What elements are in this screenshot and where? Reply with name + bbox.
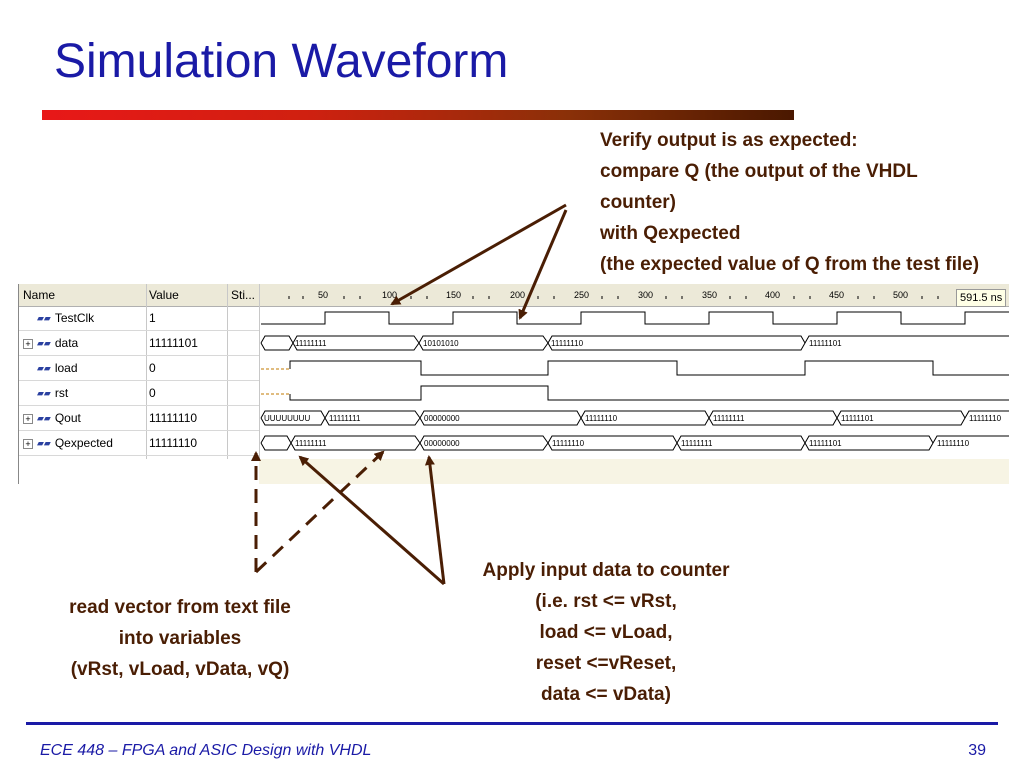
bus-value-label: 11111110: [937, 439, 970, 448]
expand-icon[interactable]: +: [23, 438, 33, 449]
qexpected-bus-waveform: [260, 435, 1009, 451]
time-tick-label: 100: [382, 290, 397, 300]
signal-icon: ▰▰: [37, 413, 51, 424]
signal-name: + ▰▰data: [23, 336, 78, 350]
annotation-line: counter): [600, 192, 676, 213]
annotation-apply-input: Apply input data to counter (i.e. rst <=…: [448, 555, 764, 710]
signal-label: TestClk: [54, 311, 95, 325]
signal-label: rst: [54, 386, 69, 400]
signal-icon: ▰▰: [37, 313, 51, 324]
waveform-viewer[interactable]: Name Value Sti... ▰▰TestClk 1 +▰▰data 11…: [18, 284, 1009, 484]
data-bus-waveform: [260, 335, 1009, 351]
expand-icon[interactable]: +: [23, 413, 33, 424]
footer-divider: [26, 722, 998, 725]
time-tick-label: 200: [510, 290, 525, 300]
signal-label: Qout: [54, 411, 81, 425]
signal-icon: ▰▰: [37, 363, 51, 374]
signal-icon: ▰▰: [37, 388, 51, 399]
footer-course: ECE 448 – FPGA and ASIC Design with VHDL: [40, 742, 372, 759]
column-header-stimulus[interactable]: Sti...: [231, 288, 256, 302]
signal-row-testclk[interactable]: ▰▰TestClk 1: [19, 306, 259, 331]
bus-value-label: 00000000: [424, 439, 460, 448]
qout-bus-waveform: [260, 410, 1009, 426]
time-tick-label: 300: [638, 290, 653, 300]
signal-row-qout[interactable]: + ▰▰Qout 11111110: [19, 406, 259, 431]
time-tick-label: 250: [574, 290, 589, 300]
time-tick-label: 400: [765, 290, 780, 300]
load-waveform: [289, 360, 1009, 376]
signal-value: 11111110: [149, 436, 198, 450]
testclk-waveform: [261, 311, 1009, 325]
bus-value-label: 11111101: [809, 439, 842, 448]
annotation-line: read vector from text file: [69, 597, 291, 618]
signal-name: ▰▰rst: [23, 386, 68, 400]
bus-value-label: UUUUUUUU: [264, 414, 310, 423]
signal-label: load: [54, 361, 78, 375]
annotation-verify-output: Verify output is as expected: compare Q …: [600, 125, 979, 280]
annotation-line: (i.e. rst <= vRst,: [535, 591, 677, 612]
signal-icon: ▰▰: [37, 338, 51, 349]
title-underline: [42, 110, 794, 120]
bus-value-label: 11111111: [295, 339, 327, 348]
annotation-line: into variables: [118, 628, 242, 649]
bus-value-label: 11111111: [329, 414, 361, 423]
bus-value-label: 00000000: [424, 414, 460, 423]
annotation-line: (the expected value of Q from the test f…: [600, 254, 980, 275]
bus-value-label: 11111110: [585, 414, 618, 423]
signal-row-load[interactable]: ▰▰load 0: [19, 356, 259, 381]
signal-name: ▰▰load: [23, 361, 78, 375]
time-ruler: 50 100 150 200 250 300 350: [288, 290, 939, 300]
signal-row-data[interactable]: + ▰▰data 11111101: [19, 331, 259, 356]
column-header-name[interactable]: Name: [23, 288, 56, 302]
signal-value: 11111110: [149, 411, 198, 425]
annotation-line: Apply input data to counter: [482, 560, 730, 581]
annotation-line: Verify output is as expected:: [600, 130, 858, 151]
rst-waveform: [289, 385, 1009, 401]
time-tick-label: 500: [893, 290, 908, 300]
time-tick-label: 350: [702, 290, 717, 300]
bus-value-label: 11111111: [713, 414, 745, 423]
signal-label: data: [54, 336, 79, 350]
bus-value-label: 11111111: [295, 439, 327, 448]
signal-value: 0: [149, 386, 156, 400]
annotation-line: data <= vData): [541, 684, 671, 705]
bus-value-label: 10101010: [423, 339, 459, 348]
column-separator: [227, 284, 228, 459]
signal-row-qexpected[interactable]: + ▰▰Qexpected 11111110: [19, 431, 259, 456]
column-separator: [259, 284, 260, 459]
signal-name: + ▰▰Qexpected: [23, 436, 113, 450]
annotation-line: reset <=vReset,: [535, 653, 677, 674]
annotation-line: load <= vLoad,: [539, 622, 673, 643]
bus-value-label: 11111101: [809, 339, 842, 348]
annotation-line: compare Q (the output of the VHDL: [600, 161, 918, 182]
page-number: 39: [968, 742, 986, 759]
bus-value-label: 11111110: [969, 414, 1002, 423]
signal-icon: ▰▰: [37, 438, 51, 449]
annotation-line: with Qexpected: [600, 223, 741, 244]
expand-icon[interactable]: +: [23, 338, 33, 349]
bus-value-label: 11111111: [681, 439, 713, 448]
signal-label: Qexpected: [54, 436, 113, 450]
bus-value-label: 11111101: [841, 414, 874, 423]
signal-name: + ▰▰Qout: [23, 411, 81, 425]
bus-value-label: 11111110: [552, 439, 585, 448]
slide-title: Simulation Waveform: [54, 35, 509, 88]
annotation-line: (vRst, vLoad, vData, vQ): [70, 659, 290, 680]
bus-value-label: 11111110: [551, 339, 584, 348]
signal-row-rst[interactable]: ▰▰rst 0: [19, 381, 259, 406]
waveform-plot[interactable]: 50 100 150 200 250 300 350: [19, 284, 1009, 484]
time-tick-label: 150: [446, 290, 461, 300]
signal-value: 11111101: [149, 336, 198, 350]
signal-value: 1: [149, 311, 156, 325]
time-tick-label: 450: [829, 290, 844, 300]
signal-name: ▰▰TestClk: [23, 311, 94, 325]
annotation-read-vector: read vector from text file into variable…: [30, 592, 330, 685]
cursor-time-readout[interactable]: 591.5 ns: [956, 289, 1007, 307]
column-header-value[interactable]: Value: [149, 288, 179, 302]
signal-value: 0: [149, 361, 156, 375]
column-separator: [146, 284, 147, 459]
time-tick-label: 50: [318, 290, 328, 300]
